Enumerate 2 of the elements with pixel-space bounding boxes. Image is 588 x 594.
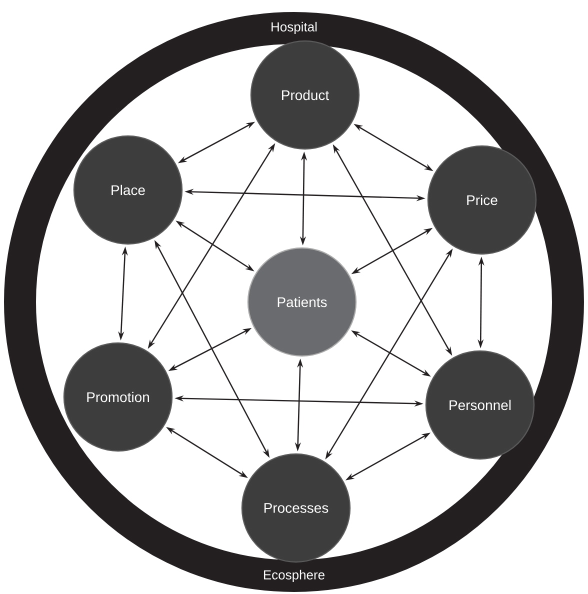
ring-label: Hospital — [272, 22, 317, 34]
ring-label: Ecosphere — [264, 570, 324, 582]
